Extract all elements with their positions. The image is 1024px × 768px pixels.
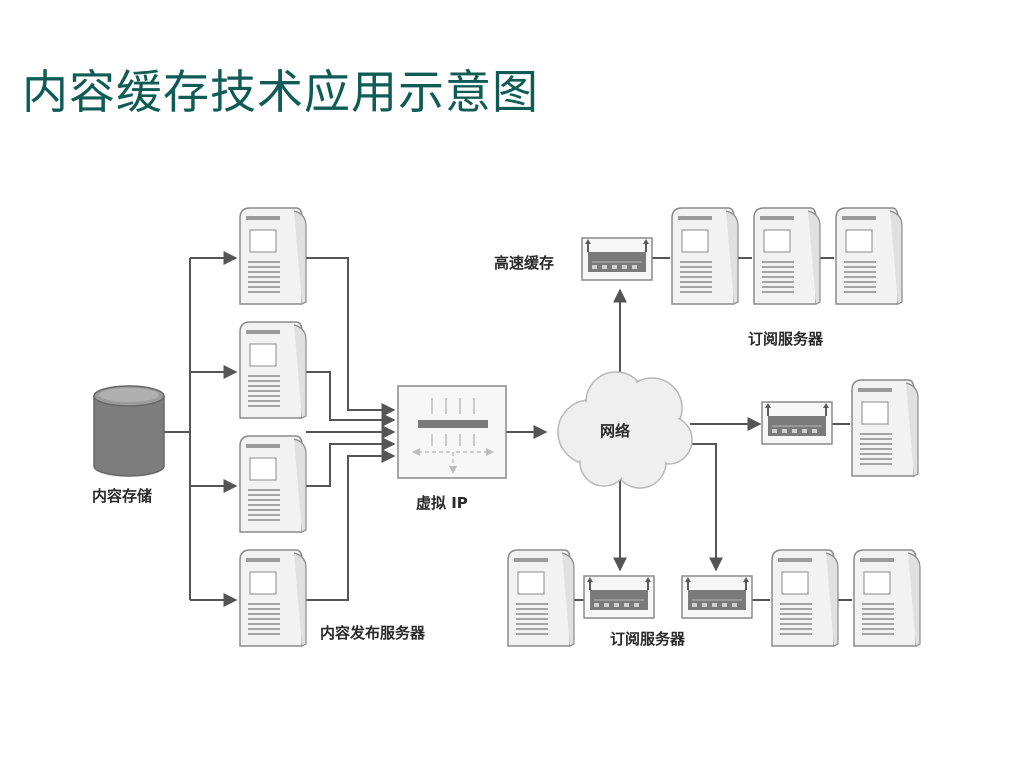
publish-server-icon [239,321,307,419]
subscriber-server-icon [853,549,921,647]
publish-server-icon [239,549,307,647]
cache-label: 高速缓存 [494,254,554,272]
cache-device-icon [583,575,655,619]
network-cloud-icon [557,371,693,489]
connection-lines [164,251,852,607]
cache-device-icon [681,575,753,619]
virtual-ip-label: 虚拟 IP [416,494,468,512]
subscriber-server-icon [671,207,739,305]
subscriber-server-icon [753,207,821,305]
publish-servers-label: 内容发布服务器 [320,624,426,642]
virtual-ip-switch-icon [397,385,507,479]
subscriber-server-icon [851,379,919,477]
cache-device-icon [581,237,653,281]
subscriber-server-icon [771,549,839,647]
subscriber-server-icon [835,207,903,305]
storage-label: 内容存储 [92,487,152,505]
subscriber-server-icon [507,549,575,647]
publish-server-icon [239,435,307,533]
page-title: 内容缓存技术应用示意图 [22,65,539,119]
network-label: 网络 [600,422,630,440]
subscribe-servers-bottom-label: 订阅服务器 [610,630,686,648]
cache-device-icon [761,401,833,445]
subscribe-servers-top-label: 订阅服务器 [748,330,824,348]
publish-server-icon [239,207,307,305]
storage-cylinder-icon [93,385,165,477]
